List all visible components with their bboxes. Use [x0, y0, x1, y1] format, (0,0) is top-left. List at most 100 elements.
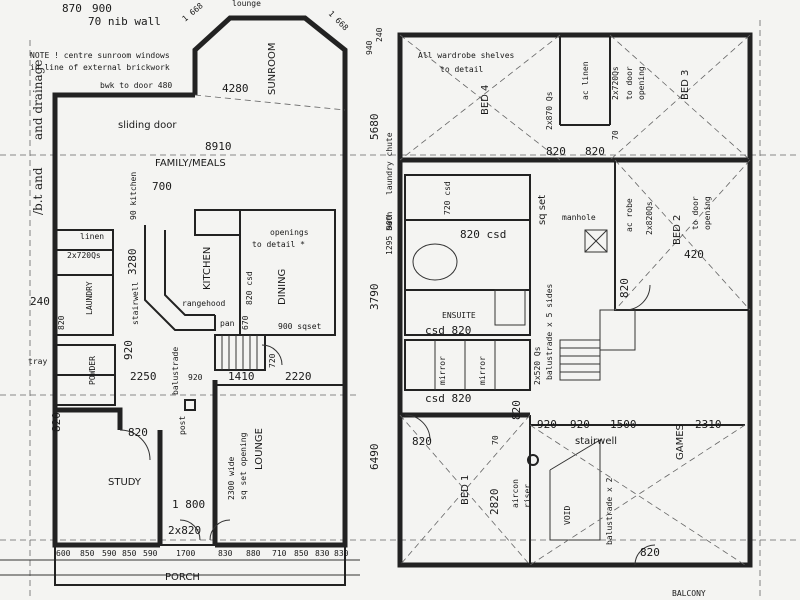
bed3-door-1: to door	[625, 66, 634, 100]
bed2-dim: 2x820Qs	[645, 201, 654, 235]
upper-floor-plan	[397, 32, 753, 568]
nib-wall-note: 70 nib wall	[88, 15, 161, 28]
dim-820-upper-b: 820	[585, 145, 605, 158]
csd-820-label: 820 csd	[245, 271, 254, 305]
aircon-label: aircon	[511, 479, 520, 508]
ac-linen-label: ac linen	[581, 61, 590, 100]
post-label: post	[178, 416, 187, 435]
csd-820-wardrobe: csd 820	[425, 392, 471, 405]
dim-820-bed1: 820	[412, 435, 432, 448]
sunroom-label: SUNROOM	[267, 43, 278, 95]
dim-70-upper: 70	[611, 130, 620, 140]
dim-820-upper-c: 820	[618, 278, 631, 298]
bottom-dim-3: 590	[102, 549, 117, 558]
dim-940: 940	[365, 40, 374, 55]
porch-label: PORCH	[165, 572, 200, 583]
dim-900-upper: 900	[385, 215, 394, 230]
dim-1668-right: 1 668	[327, 9, 351, 33]
dim-240-ground: 240	[30, 295, 50, 308]
csd-820-bath: 820 csd	[460, 228, 506, 241]
qs-dim-upper: 2x520 Qs	[533, 346, 542, 385]
dim-820-upper-d: 820	[510, 400, 523, 420]
linen-dim: 2x720Qs	[67, 251, 101, 260]
ac-robe-label: ac robe	[625, 198, 634, 232]
dim-820-upper-a: 820	[546, 145, 566, 158]
dim-mid-1500: 1500	[610, 418, 637, 431]
rangehood-label: rangehood	[182, 299, 226, 308]
powder-label: POWDER	[88, 356, 97, 385]
kitchen-90-label: 90 kitchen	[129, 172, 138, 220]
dim-70-bed1: 70	[491, 435, 500, 445]
linen-label: linen	[80, 232, 104, 241]
margin-note-1: and drainage	[31, 60, 45, 140]
bed4-label: BED 4	[480, 85, 491, 115]
dim-820-laundry: 820	[57, 315, 66, 330]
dining-label: DINING	[277, 269, 288, 305]
bottom-dim-4: 850	[122, 549, 137, 558]
wardrobe-note-2: to detail	[440, 65, 484, 74]
lounge-label: LOUNGE	[254, 428, 265, 470]
margin-note-3: /b.t	[31, 194, 45, 215]
sunroom-note-2: in line of external brickwork	[30, 63, 170, 72]
mirror-label-2: mirror	[478, 356, 487, 385]
balustrade-x2: balustrade x 2	[605, 477, 614, 545]
wardrobe-note-1: All wardrobe shelves	[418, 51, 515, 60]
bottom-dim-10: 850	[294, 549, 309, 558]
sq-set-label: sq set	[537, 195, 548, 225]
dim-mid-2310: 2310	[695, 418, 722, 431]
dim-5680: 5680	[368, 114, 381, 141]
void-label: VOID	[563, 506, 572, 525]
bottom-dim-5: 590	[143, 549, 158, 558]
dim-1410: 1410	[228, 370, 255, 383]
riser-label: riser	[523, 484, 532, 508]
to-detail-label: to detail *	[252, 240, 305, 249]
pan-label: pan	[220, 319, 235, 328]
dim-1668-left: 1 668	[181, 1, 205, 23]
bed3-label: BED 3	[680, 70, 691, 100]
dim-6490: 6490	[368, 444, 381, 471]
bottom-dim-11: 830	[315, 549, 330, 558]
dim-mid-920b: 920	[570, 418, 590, 431]
dim-2x820: 2x820	[168, 524, 201, 537]
balustrade-5-sides: balustrade x 5 sides	[545, 283, 554, 380]
ground-floor-labels: 870 900 70 nib wall 1 668 1 668 lounge N…	[28, 0, 350, 583]
dim-720-ground: 720	[268, 353, 277, 368]
dim-920-ground: 920	[122, 340, 135, 360]
ensuite-label: ENSUITE	[442, 311, 476, 320]
dim-3790: 3790	[368, 284, 381, 311]
dim-2820: 2820	[488, 489, 501, 516]
lounge-opening-2: sq set opening	[239, 432, 248, 500]
dim-820-powder: 820	[50, 412, 63, 432]
games-label: GAMES	[675, 424, 686, 460]
bottom-dim-12: 830	[334, 549, 349, 558]
bottom-dim-6: 1700	[176, 549, 195, 558]
dim-820-balcony: 820	[640, 546, 660, 559]
dim-670: 670	[241, 315, 250, 330]
bottom-dim-2: 850	[80, 549, 95, 558]
margin-note-2: and	[31, 167, 45, 190]
dim-420: 420	[684, 248, 704, 261]
upper-floor-labels: 940 240 5680 All wardrobe shelves to det…	[365, 27, 722, 598]
bed2-door-1: to door	[691, 196, 700, 230]
balustrade-label: balustrade	[171, 347, 180, 395]
dim-700: 700	[152, 180, 172, 193]
bed4-dim: 2x870 Qs	[545, 91, 554, 130]
bed2-door-2: opening	[703, 196, 712, 230]
bed3-dim: 2x720Qs	[611, 66, 620, 100]
kitchen-label: KITCHEN	[202, 247, 213, 290]
sunroom-dim: 4280	[222, 82, 249, 95]
bwk-to-door: bwk to door 480	[100, 81, 172, 90]
mirror-label-1: mirror	[438, 356, 447, 385]
bottom-dim-1: 600	[56, 549, 71, 558]
dim-2220: 2220	[285, 370, 312, 383]
dim-mid-920a: 920	[537, 418, 557, 431]
lounge-opening-1: 2300 wide	[227, 456, 236, 500]
sunroom-note-1: NOTE ! centre sunroom windows	[30, 51, 170, 60]
dim-3280: 3280	[126, 249, 139, 276]
sliding-door-label: sliding door	[118, 120, 177, 131]
dim-1800: 1 800	[172, 498, 205, 511]
dim-900-sqset: 900 sqset	[278, 322, 322, 331]
stairwell-label-upper: stairwell	[575, 436, 617, 447]
bed2-label: BED 2	[672, 215, 683, 245]
